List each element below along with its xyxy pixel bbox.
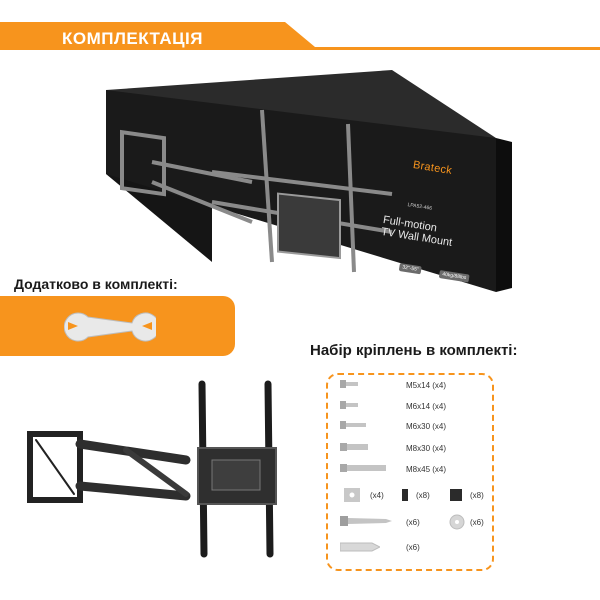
washer-icon <box>449 514 465 530</box>
bolt-label: M6x30 (x4) <box>406 422 447 431</box>
wall-mount-illustration <box>16 378 316 558</box>
bolt-label: M8x30 (x4) <box>406 444 447 453</box>
qty-label: (x8) <box>416 491 430 500</box>
bolt-icon <box>340 464 386 472</box>
banner <box>0 22 330 56</box>
qty-label: (x4) <box>370 491 384 500</box>
spacer-icon <box>402 489 408 501</box>
hardware-kit-card <box>326 373 494 571</box>
bolt-label: M5x14 (x4) <box>406 381 447 390</box>
washer-plate-icon <box>344 488 360 502</box>
hardware-kit-title: Набір кріплень в комплекті: <box>310 342 518 359</box>
banner-title: КОМПЛЕКТАЦІЯ <box>62 29 203 48</box>
qty-label: (x6) <box>406 518 420 527</box>
spacer-block-icon <box>450 489 462 501</box>
product-box <box>92 62 512 292</box>
banner-underline <box>0 47 600 50</box>
bolt-icon <box>340 401 358 409</box>
bolt-icon <box>340 443 368 451</box>
bolt-label: M8x45 (x4) <box>406 465 447 474</box>
bolt-icon <box>340 380 358 388</box>
wall-anchor-icon <box>340 542 380 552</box>
bolt-label: M6x14 (x4) <box>406 402 447 411</box>
bolt-icon <box>340 421 366 429</box>
wrench-icon <box>64 312 156 342</box>
qty-label: (x6) <box>470 518 484 527</box>
qty-label: (x8) <box>470 491 484 500</box>
lag-screw-icon <box>340 516 392 526</box>
qty-label: (x6) <box>406 543 420 552</box>
extras-title: Додатково в комплекті: <box>14 276 178 292</box>
extras-card <box>0 296 235 356</box>
